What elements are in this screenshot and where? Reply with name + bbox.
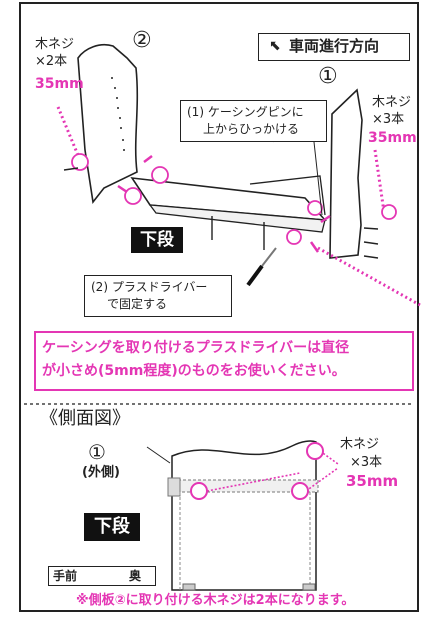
footnote: ※側板②に取り付ける木ネジは2本になります。 [76, 593, 355, 608]
driver-step-line-2: で固定する [107, 297, 168, 311]
pin-step-line-2: 上からひっかける [203, 122, 300, 136]
panel-2-number: ② [132, 28, 152, 53]
driver-step-line-1: (2) プラスドライバー [91, 280, 208, 294]
pin-leader-2 [313, 141, 323, 216]
side-view-screw-count: ×3本 [350, 455, 383, 470]
outer-frame [19, 2, 419, 612]
pin-step-line-1: (1) ケーシングピンに [187, 105, 304, 119]
orientation-legend: 手前 奥 [48, 566, 156, 586]
board-2-holes [111, 77, 125, 151]
panel-1-screw-length: 35mm [368, 130, 417, 146]
screw-targets [71, 153, 397, 245]
side-view-block [167, 477, 181, 497]
side-view-title: 《側面図》 [40, 408, 130, 429]
back-label: 奥 [129, 569, 142, 583]
panel-1-screw-label: 木ネジ [372, 95, 412, 110]
pin-step-callout: (1) ケーシングピンに 上からひっかける [180, 100, 327, 142]
front-label: 手前 [53, 569, 78, 583]
side-view-lower-tier-label: 下段 [84, 513, 140, 541]
side-view-foot-back [302, 583, 316, 591]
panel-2-screw-length: 35mm [35, 76, 84, 92]
side-view-panel [171, 440, 317, 591]
screwdriver-notice: ケーシングを取り付けるプラスドライバーは直径 が小さめ(5mm程度)のものをお使… [34, 331, 414, 391]
panel-1-number: ① [318, 64, 338, 89]
side-board-2 [77, 43, 139, 204]
screw-guides [56, 106, 421, 307]
notice-line-1: ケーシングを取り付けるプラスドライバーは直径 [42, 340, 350, 356]
screws [63, 167, 379, 259]
side-view-screw-guides [206, 450, 339, 492]
side-view-foot-front [182, 583, 196, 591]
lower-tier-edge [148, 204, 326, 233]
driver-step-callout: (2) プラスドライバー で固定する [84, 275, 232, 317]
direction-label: 車両進行方向 [289, 37, 380, 55]
side-view-panel-position: (外側) [82, 465, 120, 480]
side-board-1 [329, 88, 363, 259]
arrow-icon: ⬉ [269, 38, 281, 54]
side-view-panel-number: ① [88, 440, 106, 464]
side-view-screw-length: 35mm [346, 472, 399, 490]
side-view-screw-label: 木ネジ [340, 437, 380, 452]
lower-tier-label: 下段 [131, 227, 183, 253]
notice-line-2: が小さめ(5mm程度)のものをお使いください。 [42, 363, 346, 379]
screwdriver-icon [246, 247, 277, 287]
side-view-screw-targets [190, 442, 324, 500]
panel-2-screw-count: ×2本 [35, 54, 68, 69]
side-view-leader [146, 446, 171, 464]
panel-1-screw-count: ×3本 [372, 112, 405, 127]
panel-2-screw-label: 木ネジ [35, 37, 75, 52]
pink-arrows [117, 155, 331, 253]
direction-indicator: ⬉ 車両進行方向 [258, 33, 410, 61]
back-rail [249, 175, 326, 216]
